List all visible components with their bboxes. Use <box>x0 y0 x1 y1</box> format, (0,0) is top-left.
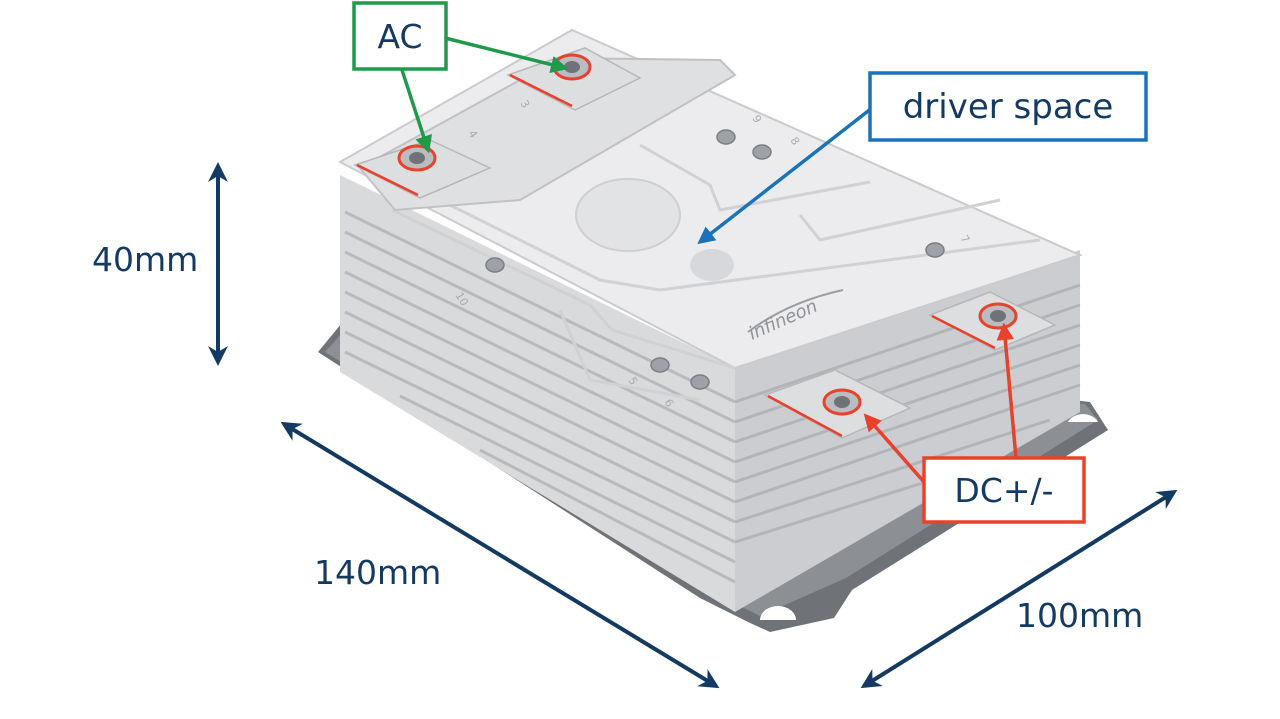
driver-space-label-box: driver space <box>868 71 1148 142</box>
mounting-hole-front <box>760 606 796 620</box>
ac-label: AC <box>377 17 422 56</box>
terminal-number: 10 <box>452 290 470 309</box>
dc-label-box: DC+/- <box>922 456 1086 524</box>
top-channels <box>391 143 1041 402</box>
height-label: 40mm <box>92 240 198 279</box>
ac-label-box: AC <box>352 1 448 71</box>
driver-space-hole <box>690 249 734 281</box>
mounting-hole-right <box>1068 414 1098 422</box>
width-label: 100mm <box>1016 596 1143 635</box>
driver-space-label: driver space <box>903 87 1114 127</box>
length-dimension-arrow <box>280 421 720 689</box>
dc-terminal-back <box>928 291 1057 351</box>
driver-space-callout-arrow <box>697 106 874 245</box>
dimension-arrows <box>208 162 1178 689</box>
dc-callout-arrows <box>863 322 1018 484</box>
dc-label: DC+/- <box>954 471 1053 510</box>
housing-ribs-right <box>734 283 1081 544</box>
screw-posts <box>485 129 945 390</box>
width-dimension-arrow <box>860 489 1178 689</box>
driver-space-recess <box>575 178 681 252</box>
ac-callout-arrows <box>400 36 569 154</box>
length-label: 140mm <box>314 553 441 592</box>
